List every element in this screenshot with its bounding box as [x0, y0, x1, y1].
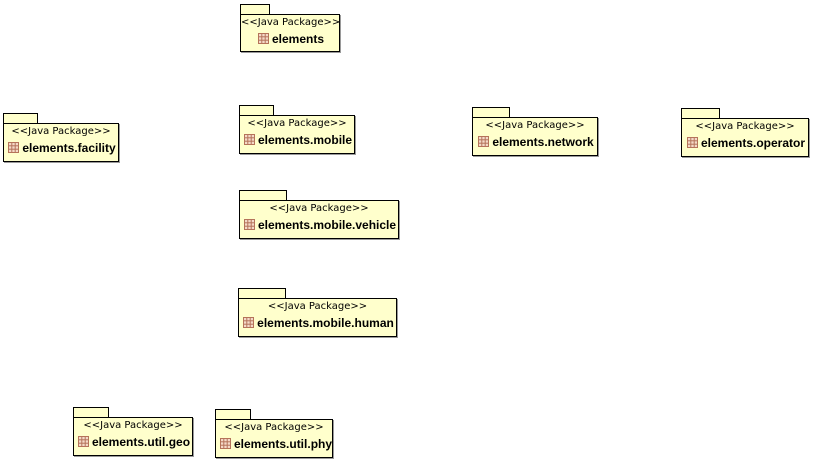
package-tab — [472, 107, 510, 117]
package-tab — [240, 4, 270, 14]
package-body: <<Java Package>> elements — [240, 14, 340, 52]
package-name-row: elements.mobile.human — [243, 316, 394, 330]
package-name: elements.mobile.human — [257, 316, 394, 330]
package-tab — [239, 190, 287, 200]
package-name: elements.mobile — [258, 133, 353, 147]
package-body: <<Java Package>> elements.operator — [681, 118, 809, 157]
package-stereotype: <<Java Package>> — [485, 120, 585, 131]
package-name: elements.operator — [700, 136, 806, 150]
package-body: <<Java Package>> elements.mobile — [239, 115, 355, 154]
package-name: elements.util.phy — [234, 437, 333, 451]
package-tab — [238, 288, 286, 298]
package-elements-operator[interactable]: <<Java Package>> elements.operator — [681, 108, 809, 157]
java-package-icon — [257, 33, 269, 44]
package-body: <<Java Package>> elements.mobile.human — [238, 298, 397, 337]
java-package-icon — [686, 137, 698, 148]
package-name: elements.facility — [22, 141, 116, 155]
package-tab — [3, 113, 38, 123]
package-stereotype: <<Java Package>> — [224, 422, 324, 433]
package-name-row: elements.facility — [8, 141, 116, 155]
package-stereotype: <<Java Package>> — [83, 420, 183, 431]
package-body: <<Java Package>> elements.util.geo — [73, 417, 193, 456]
package-body: <<Java Package>> elements.mobile.vehicle — [239, 200, 399, 239]
package-name-row: elements.util.phy — [220, 437, 333, 451]
java-package-icon — [478, 136, 490, 147]
java-package-icon — [220, 438, 231, 449]
package-tab — [73, 407, 109, 417]
package-name: elements.network — [492, 135, 594, 149]
package-tab — [681, 108, 720, 118]
package-name: elements.mobile.vehicle — [258, 218, 397, 232]
package-tab — [215, 409, 251, 419]
package-elements-mobile-vehicle[interactable]: <<Java Package>> elements.mobile.vehicle — [239, 190, 399, 239]
package-elements[interactable]: <<Java Package>> elements — [240, 4, 340, 52]
package-stereotype: <<Java Package>> — [241, 17, 341, 28]
package-stereotype: <<Java Package>> — [11, 126, 111, 137]
package-name: elements — [271, 32, 325, 46]
package-stereotype: <<Java Package>> — [247, 118, 347, 129]
package-elements-util-geo[interactable]: <<Java Package>> elements.util.geo — [73, 407, 193, 456]
package-body: <<Java Package>> elements.facility — [3, 123, 119, 162]
package-body: <<Java Package>> elements.network — [472, 117, 598, 156]
package-name-row: elements.mobile — [244, 133, 352, 147]
package-elements-network[interactable]: <<Java Package>> elements.network — [472, 107, 598, 156]
package-stereotype: <<Java Package>> — [267, 301, 368, 312]
package-elements-facility[interactable]: <<Java Package>> elements.facility — [3, 113, 119, 162]
java-package-icon — [8, 142, 20, 153]
java-package-icon — [244, 219, 255, 230]
package-elements-mobile[interactable]: <<Java Package>> elements.mobile — [239, 105, 355, 154]
package-tab — [239, 105, 274, 115]
java-package-icon — [78, 436, 89, 447]
package-name-row: elements.operator — [686, 136, 806, 150]
java-package-icon — [243, 317, 255, 328]
package-elements-util-phy[interactable]: <<Java Package>> elements.util.phy — [215, 409, 333, 458]
package-stereotype: <<Java Package>> — [269, 203, 369, 214]
java-package-icon — [244, 134, 255, 145]
package-name-row: elements.util.geo — [78, 435, 190, 449]
package-name-row: elements — [245, 32, 337, 46]
package-stereotype: <<Java Package>> — [695, 121, 795, 132]
package-body: <<Java Package>> elements.util.phy — [215, 419, 333, 458]
package-name-row: elements.network — [477, 135, 595, 149]
package-elements-mobile-human[interactable]: <<Java Package>> elements.mobile.human — [238, 288, 397, 337]
package-name: elements.util.geo — [92, 435, 191, 449]
package-name-row: elements.mobile.vehicle — [244, 218, 396, 232]
